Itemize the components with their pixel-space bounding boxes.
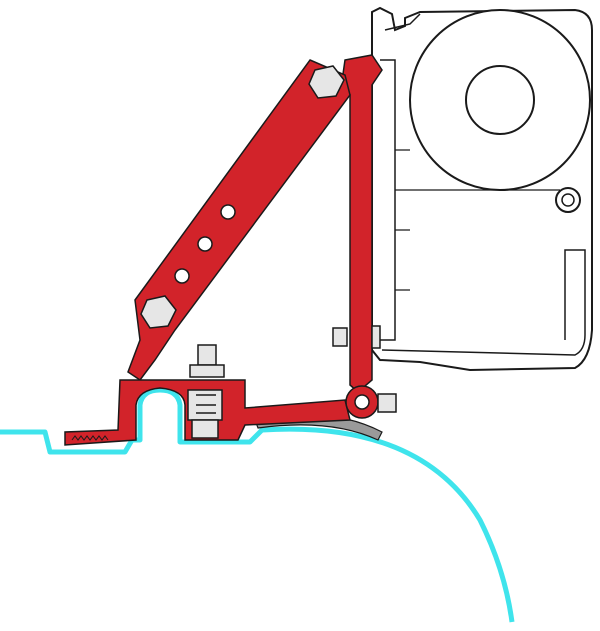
roller-axle <box>465 65 535 135</box>
clamp-bolt <box>187 344 225 439</box>
plate-bolt <box>332 325 397 413</box>
hex-bolt-bottom <box>140 295 177 329</box>
adjustment-holes <box>174 204 236 284</box>
hex-bolt-top <box>308 65 345 99</box>
awning-cassette <box>371 6 593 372</box>
mounting-bracket <box>64 54 383 446</box>
vehicle-roof-profile <box>0 387 515 623</box>
